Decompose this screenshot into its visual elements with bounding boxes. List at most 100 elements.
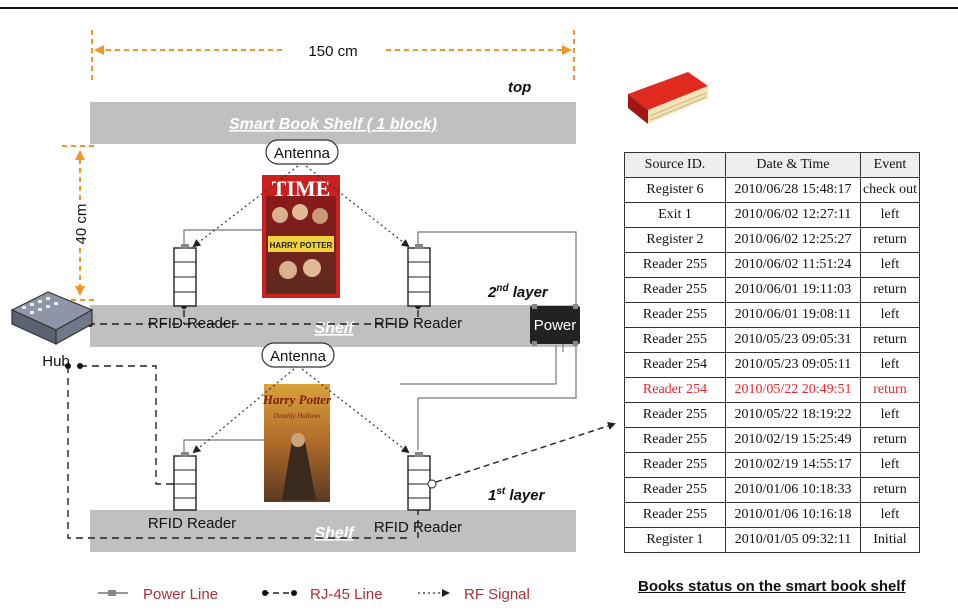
magazine-masthead: TIME	[272, 176, 331, 201]
date-time-cell: 2010/01/05 09:32:11	[725, 528, 860, 553]
width-label: 150 cm	[308, 43, 357, 60]
height-dimension: 40 cm	[62, 146, 96, 300]
source-id-cell: Reader 255	[625, 303, 726, 328]
source-id-cell: Register 2	[625, 228, 726, 253]
event-cell: left	[860, 403, 919, 428]
table-row: Reader 2552010/06/02 11:51:24left	[625, 253, 920, 278]
rfid-reader-l1-right	[408, 452, 430, 510]
date-time-cell: 2010/02/19 15:25:49	[725, 428, 860, 453]
legend-rf-label: RF Signal	[464, 586, 530, 603]
event-cell: left	[860, 303, 919, 328]
magazine-headline: HARRY POTTER	[270, 241, 333, 250]
date-time-cell: 2010/01/06 10:16:18	[725, 503, 860, 528]
event-cell: left	[860, 253, 919, 278]
layer1-label: 1st layer	[488, 486, 546, 504]
source-id-cell: Reader 255	[625, 403, 726, 428]
date-time-cell: 2010/06/02 12:27:11	[725, 203, 860, 228]
source-id-cell: Reader 255	[625, 453, 726, 478]
shelf-label-layer2: Shelf	[314, 320, 355, 337]
source-id-cell: Reader 255	[625, 478, 726, 503]
book-icon	[628, 72, 708, 124]
event-cell: left	[860, 203, 919, 228]
header-source-id: Source ID.	[625, 153, 726, 178]
reader-label-l2-left: RFID Reader	[148, 315, 236, 332]
rfid-reader-l2-left	[174, 244, 196, 306]
legend-power-line-label: Power Line	[143, 586, 218, 603]
date-time-cell: 2010/06/01 19:11:03	[725, 278, 860, 303]
legend-rj45-label: RJ-45 Line	[310, 586, 383, 603]
event-cell: return	[860, 378, 919, 403]
event-cell: left	[860, 453, 919, 478]
event-cell: return	[860, 278, 919, 303]
date-time-cell: 2010/05/23 09:05:31	[725, 328, 860, 353]
antenna-top-label: Antenna	[274, 145, 331, 162]
antenna-bottom-label: Antenna	[270, 348, 327, 365]
event-cell: return	[860, 428, 919, 453]
date-time-cell: 2010/06/28 15:48:17	[725, 178, 860, 203]
date-time-cell: 2010/01/06 10:18:33	[725, 478, 860, 503]
date-time-cell: 2010/06/02 12:25:27	[725, 228, 860, 253]
source-id-cell: Reader 255	[625, 278, 726, 303]
reader-label-l2-right: RFID Reader	[374, 315, 462, 332]
event-cell: check out	[860, 178, 919, 203]
event-cell: left	[860, 353, 919, 378]
source-id-cell: Reader 255	[625, 253, 726, 278]
header-event: Event	[860, 153, 919, 178]
layer2-label: 2nd layer	[487, 283, 549, 301]
date-time-cell: 2010/05/22 20:49:51	[725, 378, 860, 403]
event-cell: left	[860, 503, 919, 528]
header-date-time: Date & Time	[725, 153, 860, 178]
event-cell: return	[860, 478, 919, 503]
event-cell: return	[860, 228, 919, 253]
top-label: top	[508, 79, 531, 96]
rfid-reader-l2-right	[408, 244, 430, 306]
date-time-cell: 2010/05/22 18:19:22	[725, 403, 860, 428]
source-id-cell: Reader 254	[625, 378, 726, 403]
magazine-cover-image: TIME HARRY POTTER	[262, 175, 340, 298]
date-time-cell: 2010/06/02 11:51:24	[725, 253, 860, 278]
reader-label-l1-right: RFID Reader	[374, 519, 462, 536]
antenna-top: Antenna	[266, 140, 338, 164]
date-time-cell: 2010/05/23 09:05:11	[725, 353, 860, 378]
legend-power-line-swatch	[98, 590, 128, 596]
table-header-row: Source ID. Date & Time Event	[625, 153, 920, 178]
source-id-cell: Reader 255	[625, 328, 726, 353]
table-caption: Books status on the smart book shelf	[638, 578, 906, 595]
source-id-cell: Exit 1	[625, 203, 726, 228]
source-id-cell: Reader 255	[625, 428, 726, 453]
reader-to-table-link	[428, 424, 614, 488]
source-id-cell: Reader 255	[625, 503, 726, 528]
height-label: 40 cm	[73, 204, 90, 245]
width-dimension: 150 cm	[92, 30, 574, 84]
power-box: Power	[530, 304, 580, 346]
novel-title-line2: Deathly Hallows	[272, 412, 321, 420]
event-cell: return	[860, 328, 919, 353]
novel-title-line1: Harry Potter	[262, 392, 332, 407]
source-id-cell: Register 1	[625, 528, 726, 553]
legend: Power Line RJ-45 Line RF Signal	[98, 586, 530, 603]
date-time-cell: 2010/06/01 19:08:11	[725, 303, 860, 328]
hub-label: Hub	[42, 353, 70, 370]
legend-rj45-swatch	[262, 590, 297, 596]
source-id-cell: Reader 254	[625, 353, 726, 378]
novel-cover-image: Harry Potter Deathly Hallows	[262, 384, 332, 502]
power-label: Power	[534, 317, 577, 334]
source-id-cell: Register 6	[625, 178, 726, 203]
date-time-cell: 2010/02/19 14:55:17	[725, 453, 860, 478]
shelf-title: Smart Book Shelf ( 1 block)	[229, 116, 437, 133]
